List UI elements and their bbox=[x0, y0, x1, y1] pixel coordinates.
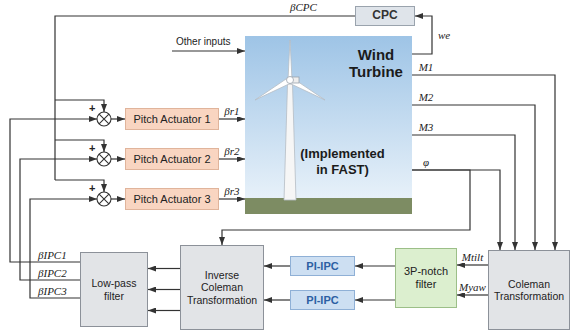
signal-label: we bbox=[437, 30, 451, 41]
controller-box: PI-IPC bbox=[290, 256, 355, 276]
signal-label: Mtilt bbox=[461, 252, 484, 263]
signal-arrow bbox=[222, 170, 470, 245]
controller-box: PI-IPC bbox=[290, 290, 355, 310]
input-label: Other inputs bbox=[176, 37, 230, 47]
box-text: PI-IPC bbox=[306, 260, 338, 273]
filter-box: Low-pass filter bbox=[80, 252, 148, 327]
signal-arrow bbox=[148, 310, 180, 311]
sign-label: + bbox=[89, 103, 95, 114]
box-text: Inverse Coleman Transformation bbox=[183, 269, 261, 305]
transform-box: Inverse Coleman Transformation bbox=[180, 245, 264, 330]
signal-arrow bbox=[457, 264, 488, 265]
box-text: Low-pass filter bbox=[83, 277, 145, 301]
plant-box: Wind Turbine (Implemented in FAST) bbox=[245, 36, 412, 214]
signal-arrow bbox=[148, 268, 180, 269]
signal-arrow bbox=[219, 198, 245, 199]
signal-arrow bbox=[412, 16, 432, 54]
actuator-box: Pitch Actuator 3 bbox=[125, 188, 219, 210]
signal-label: βCPC bbox=[290, 2, 317, 13]
summing-junction bbox=[97, 112, 111, 206]
signal-label: βIPC3 bbox=[38, 286, 67, 297]
signal-arrow bbox=[355, 265, 395, 266]
signal-label: M2 bbox=[418, 92, 435, 103]
signal-label: βr3 bbox=[223, 186, 240, 197]
signal-arrow bbox=[412, 75, 555, 250]
box-text: (Implemented in FAST) bbox=[295, 146, 390, 177]
box-text: Pitch Actuator 2 bbox=[133, 153, 210, 166]
signal-arrow bbox=[264, 265, 290, 266]
signal-arrow bbox=[412, 135, 515, 250]
signal-arrow bbox=[148, 289, 180, 290]
signal-arrow bbox=[457, 294, 488, 295]
turbine-picture bbox=[245, 36, 412, 214]
box-text: Wind Turbine bbox=[345, 46, 407, 81]
filter-box: 3P-notch filter bbox=[395, 248, 457, 308]
box-text: Coleman Transformation bbox=[491, 278, 567, 302]
signal-label: βIPC2 bbox=[38, 268, 67, 279]
signal-label: φ bbox=[422, 157, 430, 168]
actuator-box: Pitch Actuator 2 bbox=[125, 148, 219, 170]
signal-label: M3 bbox=[418, 122, 435, 133]
signal-label: βr1 bbox=[223, 106, 240, 117]
box-text: Pitch Actuator 3 bbox=[133, 193, 210, 206]
signal-arrow bbox=[219, 158, 245, 159]
sign-label: + bbox=[89, 183, 95, 194]
signal-arrow bbox=[412, 170, 500, 250]
signal-arrow bbox=[264, 299, 290, 300]
box-text: Pitch Actuator 1 bbox=[133, 113, 210, 126]
signal-label: βIPC1 bbox=[38, 250, 67, 261]
signal-label: M1 bbox=[418, 62, 435, 73]
controller-box: CPC bbox=[355, 6, 415, 26]
signal-label: Myaw bbox=[458, 282, 487, 293]
signal-arrow bbox=[412, 105, 535, 250]
box-text: PI-IPC bbox=[306, 294, 338, 307]
box-text: 3P-notch filter bbox=[399, 265, 453, 290]
actuator-box: Pitch Actuator 1 bbox=[125, 108, 219, 130]
signal-arrow bbox=[219, 118, 245, 119]
signal-label: βr2 bbox=[223, 146, 240, 157]
box-text: CPC bbox=[372, 9, 397, 23]
signal-arrow bbox=[355, 299, 395, 300]
transform-box: Coleman Transformation bbox=[488, 250, 570, 330]
sign-label: + bbox=[89, 143, 95, 154]
